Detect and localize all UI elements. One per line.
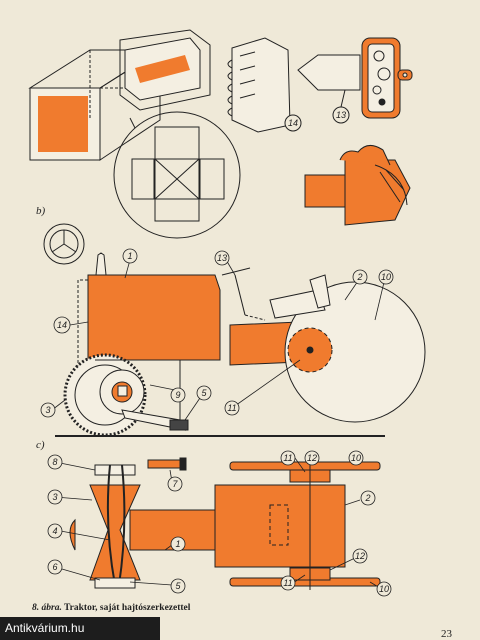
tractor-top-view [69, 457, 381, 590]
part-13-dashboard [297, 37, 413, 124]
callout-10-top-a: 10 [351, 453, 361, 463]
callout-12-top-b: 12 [355, 551, 365, 561]
figure-number: 8. ábra. [32, 603, 62, 613]
callout-2-side: 2 [356, 272, 362, 282]
callout-1-side: 1 [127, 251, 132, 261]
callout-11-side: 11 [227, 403, 236, 413]
callout-12-top-a: 12 [307, 453, 317, 463]
section-label-c: c) [36, 439, 45, 451]
callout-14-side: 14 [57, 320, 67, 330]
callout-3-top: 3 [52, 492, 57, 502]
callout-13-side: 13 [217, 253, 227, 263]
callout-1-top: 1 [175, 539, 180, 549]
callout-5-side: 5 [201, 388, 207, 398]
section-label-b: b) [36, 205, 46, 217]
callout-10-side: 10 [381, 272, 391, 282]
callout-3-side: 3 [45, 405, 50, 415]
callout-2-top: 2 [364, 493, 370, 503]
part-14-sheet [227, 37, 302, 133]
callout-10-top-b: 10 [379, 584, 389, 594]
tractor-side-view [43, 223, 426, 437]
callout-circles [40, 248, 394, 597]
callout-5-top: 5 [175, 581, 181, 591]
box-net-circle [113, 111, 241, 239]
seat-cutout [304, 145, 411, 226]
callout-11-top-a: 11 [283, 453, 292, 463]
figure-caption-text: Traktor, saját hajtószerkezettel [64, 603, 191, 613]
callout-13-top: 13 [336, 110, 346, 120]
callout-4-top: 4 [52, 526, 57, 536]
callout-11-top-b: 11 [283, 578, 292, 588]
figure-caption: 8. ábra. Traktor, saját hajtószerkezette… [32, 603, 190, 613]
box-drawing [28, 29, 211, 161]
watermark: Antikvárium.hu [0, 617, 160, 640]
callout-9-side: 9 [175, 390, 180, 400]
callout-6-top: 6 [52, 562, 57, 572]
callout-7-top: 7 [172, 479, 178, 489]
page-number: 23 [441, 628, 452, 640]
callout-8-top: 8 [52, 457, 57, 467]
callout-14-top: 14 [288, 118, 298, 128]
